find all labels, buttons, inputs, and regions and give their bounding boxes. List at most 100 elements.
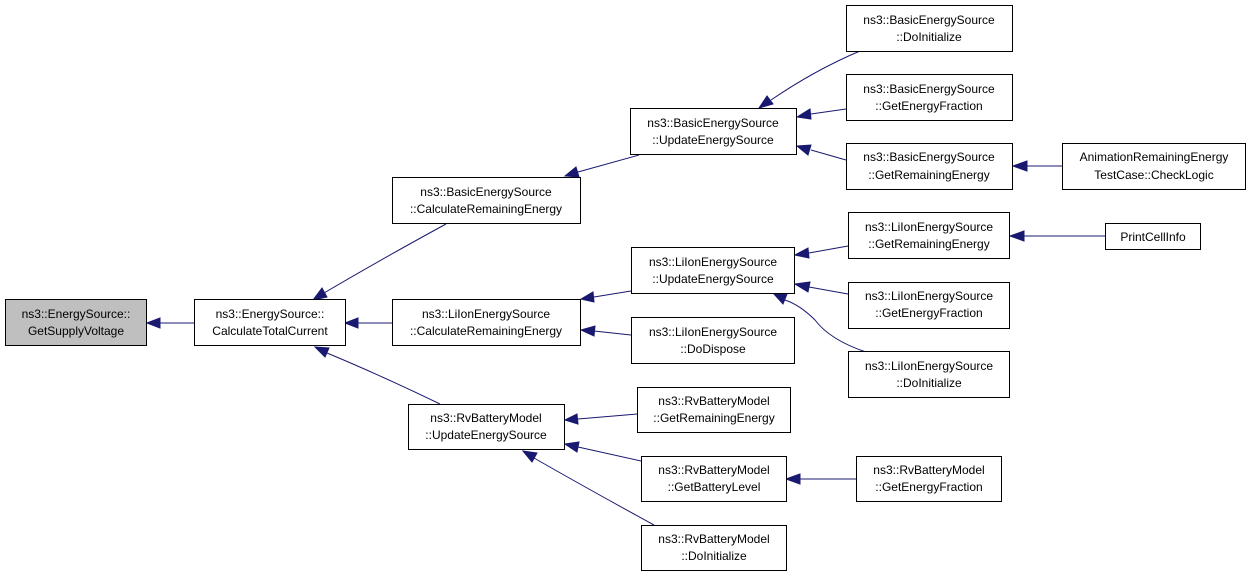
node-label-line1: AnimationRemainingEnergy [1080,150,1229,164]
node-label-line2: ::DoInitialize [681,549,747,563]
node-liion-calculate-remaining-energy[interactable]: ns3::LiIonEnergySource ::CalculateRemain… [392,299,581,346]
node-label-line1: ns3::LiIonEnergySource [865,289,993,303]
node-label-line2: ::GetRemainingEnergy [868,237,989,251]
node-rv-do-initialize[interactable]: ns3::RvBatteryModel ::DoInitialize [641,525,787,571]
node-box [846,5,1013,52]
node-box [630,108,797,155]
node-box [1062,143,1246,190]
node-liion-update-energy-source[interactable]: ns3::LiIonEnergySource ::UpdateEnergySou… [631,247,795,294]
edge-calculate-total-current-to-get-supply-voltage [145,317,194,329]
node-box [848,282,1010,329]
node-print-cell-info[interactable]: PrintCellInfo [1105,223,1201,250]
node-get-supply-voltage[interactable]: ns3::EnergySource:: GetSupplyVoltage [5,299,147,346]
node-box [631,247,795,294]
node-box [392,177,581,224]
node-label-line2: ::GetRemainingEnergy [653,411,774,425]
edge-print-cell-info-to-liion-get-remaining-energy [1008,230,1105,242]
node-box [637,387,791,433]
edge-liion-calculate-remaining-energy-to-calculate-total-current [343,317,392,329]
node-basic-do-initialize[interactable]: ns3::BasicEnergySource ::DoInitialize [846,5,1013,52]
node-box [641,456,787,502]
edge-rv-get-remaining-energy-to-rv-update-energy-source [563,413,638,425]
node-label-line2: TestCase::CheckLogic [1094,168,1213,182]
edge-liion-get-energy-fraction-to-liion-update-energy-source [793,281,849,295]
node-rv-get-energy-fraction[interactable]: ns3::RvBatteryModel ::GetEnergyFraction [856,456,1002,502]
node-label-line2: ::CalculateRemainingEnergy [410,324,562,338]
edge-rv-do-initialize-to-rv-update-energy-source [521,450,655,526]
node-label-line1: ns3::EnergySource:: [22,307,131,321]
node-label-line1: ns3::LiIonEnergySource [865,220,993,234]
node-liion-get-remaining-energy[interactable]: ns3::LiIonEnergySource ::GetRemainingEne… [848,212,1010,259]
node-label-line1: ns3::RvBatteryModel [658,532,769,546]
edge-liion-update-energy-source-to-liion-calculate-remaining-energy [579,290,632,303]
node-rv-get-battery-level[interactable]: ns3::RvBatteryModel ::GetBatteryLevel [641,456,787,502]
node-rv-get-remaining-energy[interactable]: ns3::RvBatteryModel ::GetRemainingEnergy [637,387,791,433]
node-calculate-total-current[interactable]: ns3::EnergySource:: CalculateTotalCurren… [194,299,346,346]
node-label-line2: ::CalculateRemainingEnergy [410,202,562,216]
edge-liion-get-remaining-energy-to-liion-update-energy-source [793,245,849,259]
node-label-line1: ns3::RvBatteryModel [658,394,769,408]
node-label-line2: ::UpdateEnergySource [425,428,547,442]
node-animation-check-logic[interactable]: AnimationRemainingEnergy TestCase::Check… [1062,143,1246,190]
node-rv-update-energy-source[interactable]: ns3::RvBatteryModel ::UpdateEnergySource [408,404,565,450]
node-box [194,299,346,346]
node-box-root [5,299,147,346]
edge-basic-get-energy-fraction-to-basic-update-energy-source [795,108,847,120]
edge-rv-get-battery-level-to-rv-update-energy-source [563,441,642,462]
edge-basic-update-energy-source-to-basic-calculate-remaining-energy [563,154,640,178]
node-label-line2: CalculateTotalCurrent [212,324,328,338]
edge-basic-get-remaining-energy-to-basic-update-energy-source [795,144,847,161]
node-box [392,299,581,346]
node-liion-do-initialize[interactable]: ns3::LiIonEnergySource ::DoInitialize [848,351,1010,398]
node-label-line2: ::UpdateEnergySource [652,272,774,286]
node-label-line1: ns3::BasicEnergySource [647,116,779,130]
node-label-line2: GetSupplyVoltage [28,324,124,338]
node-label-line2: ::DoDispose [680,342,746,356]
node-label-line2: ::GetBatteryLevel [668,480,761,494]
node-label-line2: ::GetRemainingEnergy [868,168,989,182]
node-label-line2: ::GetEnergyFraction [875,99,982,113]
node-box [856,456,1002,502]
node-box [846,74,1013,121]
node-label-line1: ns3::EnergySource:: [216,307,325,321]
node-basic-get-energy-fraction[interactable]: ns3::BasicEnergySource ::GetEnergyFracti… [846,74,1013,121]
node-label-line1: PrintCellInfo [1120,230,1186,244]
node-label-line2: ::DoInitialize [896,376,962,390]
node-box [1105,223,1201,250]
node-label-line1: ns3::BasicEnergySource [863,13,995,27]
node-label-line1: ns3::RvBatteryModel [658,463,769,477]
node-label-line1: ns3::LiIonEnergySource [649,325,777,339]
node-basic-update-energy-source[interactable]: ns3::BasicEnergySource ::UpdateEnergySou… [630,108,797,155]
node-label-line1: ns3::BasicEnergySource [863,82,995,96]
node-label-line2: ::GetEnergyFraction [875,306,982,320]
node-box [848,212,1010,259]
node-box [408,404,565,450]
edge-liion-do-initialize-to-liion-update-energy-source [771,292,867,353]
edge-liion-do-dispose-to-liion-calculate-remaining-energy [579,325,632,337]
node-label-line2: ::DoInitialize [896,30,962,44]
node-label-line1: ns3::LiIonEnergySource [422,307,550,321]
node-label-line1: ns3::LiIonEnergySource [649,255,777,269]
node-box [848,351,1010,398]
node-label-line2: ::UpdateEnergySource [652,133,774,147]
edge-basic-calculate-remaining-energy-to-calculate-total-current [311,223,447,301]
node-label-line1: ns3::BasicEnergySource [420,185,552,199]
node-box [631,317,795,364]
edge-animation-check-logic-to-basic-get-remaining-energy [1011,160,1062,172]
node-liion-do-dispose[interactable]: ns3::LiIonEnergySource ::DoDispose [631,317,795,364]
node-label-line2: ::GetEnergyFraction [875,480,982,494]
node-basic-calculate-remaining-energy[interactable]: ns3::BasicEnergySource ::CalculateRemain… [392,177,581,224]
node-basic-get-remaining-energy[interactable]: ns3::BasicEnergySource ::GetRemainingEne… [846,143,1013,190]
node-box [846,143,1013,190]
node-label-line1: ns3::RvBatteryModel [430,411,541,425]
node-box [641,525,787,571]
edge-rv-update-energy-source-to-calculate-total-current [313,346,441,405]
node-label-line1: ns3::RvBatteryModel [873,463,984,477]
node-label-line1: ns3::BasicEnergySource [863,150,995,164]
node-liion-get-energy-fraction[interactable]: ns3::LiIonEnergySource ::GetEnergyFracti… [848,282,1010,329]
edges [145,50,1105,526]
edge-basic-do-initialize-to-basic-update-energy-source [757,50,861,109]
edge-rv-get-energy-fraction-to-rv-get-battery-level [784,473,856,485]
nodes: ns3::EnergySource:: GetSupplyVoltage ns3… [5,5,1246,571]
